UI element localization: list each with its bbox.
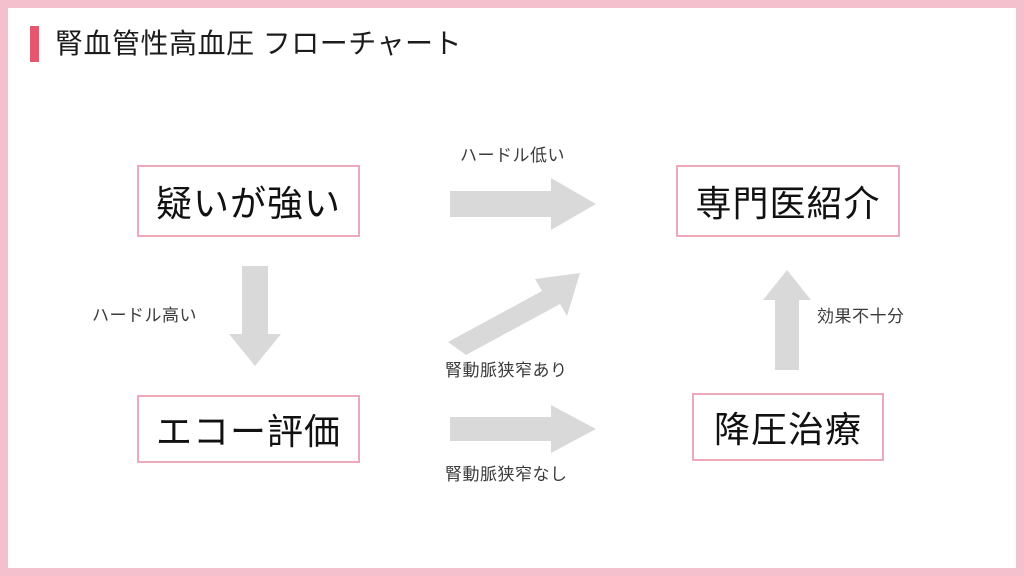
flow-node-therapy[interactable]: 降圧治療 bbox=[692, 393, 884, 461]
flow-node-label: 疑いが強い bbox=[155, 183, 341, 224]
arrow-right-icon bbox=[450, 178, 596, 230]
edge-label-hurdle-low: ハードル低い bbox=[460, 146, 565, 165]
flow-node-label: エコー評価 bbox=[155, 411, 341, 452]
arrow-up-icon bbox=[763, 270, 811, 370]
flow-node-label: 専門医紹介 bbox=[695, 183, 881, 224]
arrow-up-right-icon bbox=[448, 266, 580, 358]
edge-label-insufficient-effect: 効果不十分 bbox=[817, 307, 905, 326]
page-title-text: 腎血管性高血圧 フローチャート bbox=[55, 28, 463, 59]
arrow-down-icon bbox=[229, 266, 281, 366]
edge-label-stenosis-absent: 腎動脈狭窄なし bbox=[445, 465, 568, 484]
title-accent-bar bbox=[30, 26, 39, 62]
edge-label-hurdle-high: ハードル高い bbox=[92, 306, 197, 325]
flow-node-referral[interactable]: 専門医紹介 bbox=[676, 165, 900, 237]
flow-node-suspicion[interactable]: 疑いが強い bbox=[137, 165, 360, 237]
page-title: 腎血管性高血圧 フローチャート bbox=[30, 22, 462, 66]
flow-node-label: 降圧治療 bbox=[713, 409, 862, 450]
flow-node-echo[interactable]: エコー評価 bbox=[137, 395, 360, 463]
edge-label-stenosis-present: 腎動脈狭窄あり bbox=[445, 361, 568, 380]
arrow-right-icon bbox=[450, 405, 596, 453]
